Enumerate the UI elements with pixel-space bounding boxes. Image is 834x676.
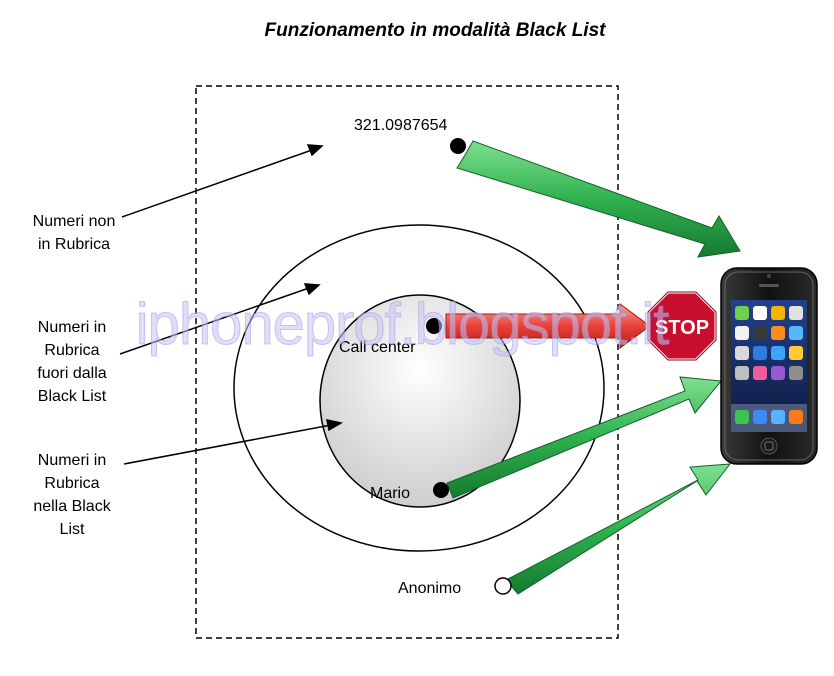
stop-sign: STOP	[646, 290, 718, 362]
label-numeri-nella-black-list: Numeri in Rubrica nella Black List	[33, 452, 111, 538]
arrow-anonimo-to-phone	[505, 463, 732, 595]
dot-anonimo	[494, 577, 512, 595]
iphone-home-button	[760, 437, 778, 455]
dot-call-center	[426, 318, 442, 334]
svg-text:Black List: Black List	[38, 388, 107, 405]
label-numeri-fuori-black-list: Numeri in Rubrica fuori dalla Black List	[37, 319, 106, 405]
svg-text:Numeri in: Numeri in	[38, 452, 106, 469]
dot-unknown-number	[450, 138, 466, 154]
arrow-unknown-to-phone	[456, 140, 741, 258]
allowed-arrows	[446, 140, 741, 595]
black-list-circle	[319, 294, 521, 508]
svg-text:Rubrica: Rubrica	[44, 475, 99, 492]
label-call-center: Call center	[339, 339, 416, 356]
svg-text:nella Black: nella Black	[33, 498, 111, 515]
label-unknown-number: 321.0987654	[354, 117, 448, 134]
app-icon-grid	[731, 306, 807, 432]
arrow-mario-to-phone	[446, 376, 722, 499]
svg-text:List: List	[60, 521, 85, 538]
svg-text:Rubrica: Rubrica	[44, 342, 99, 359]
arrow-call-center-blocked	[445, 303, 651, 349]
pointer-lines	[119, 144, 344, 465]
label-mario: Mario	[370, 485, 410, 502]
diagram-title: Funzionamento in modalità Black List	[265, 20, 607, 41]
stop-sign-text: STOP	[655, 317, 709, 339]
outer-dashed-box	[195, 85, 619, 639]
iphone-icon	[720, 267, 818, 465]
svg-text:fuori dalla: fuori dalla	[37, 365, 106, 382]
watermark-text: iphoneprof.blogspot.it	[136, 292, 670, 357]
dot-mario	[433, 482, 449, 498]
svg-text:Numeri in: Numeri in	[38, 319, 106, 336]
svg-text:in Rubrica: in Rubrica	[38, 236, 110, 253]
label-anonimo: Anonimo	[398, 580, 461, 597]
label-numeri-non-in-rubrica: Numeri non in Rubrica	[33, 213, 116, 253]
svg-text:Numeri non: Numeri non	[33, 213, 116, 230]
